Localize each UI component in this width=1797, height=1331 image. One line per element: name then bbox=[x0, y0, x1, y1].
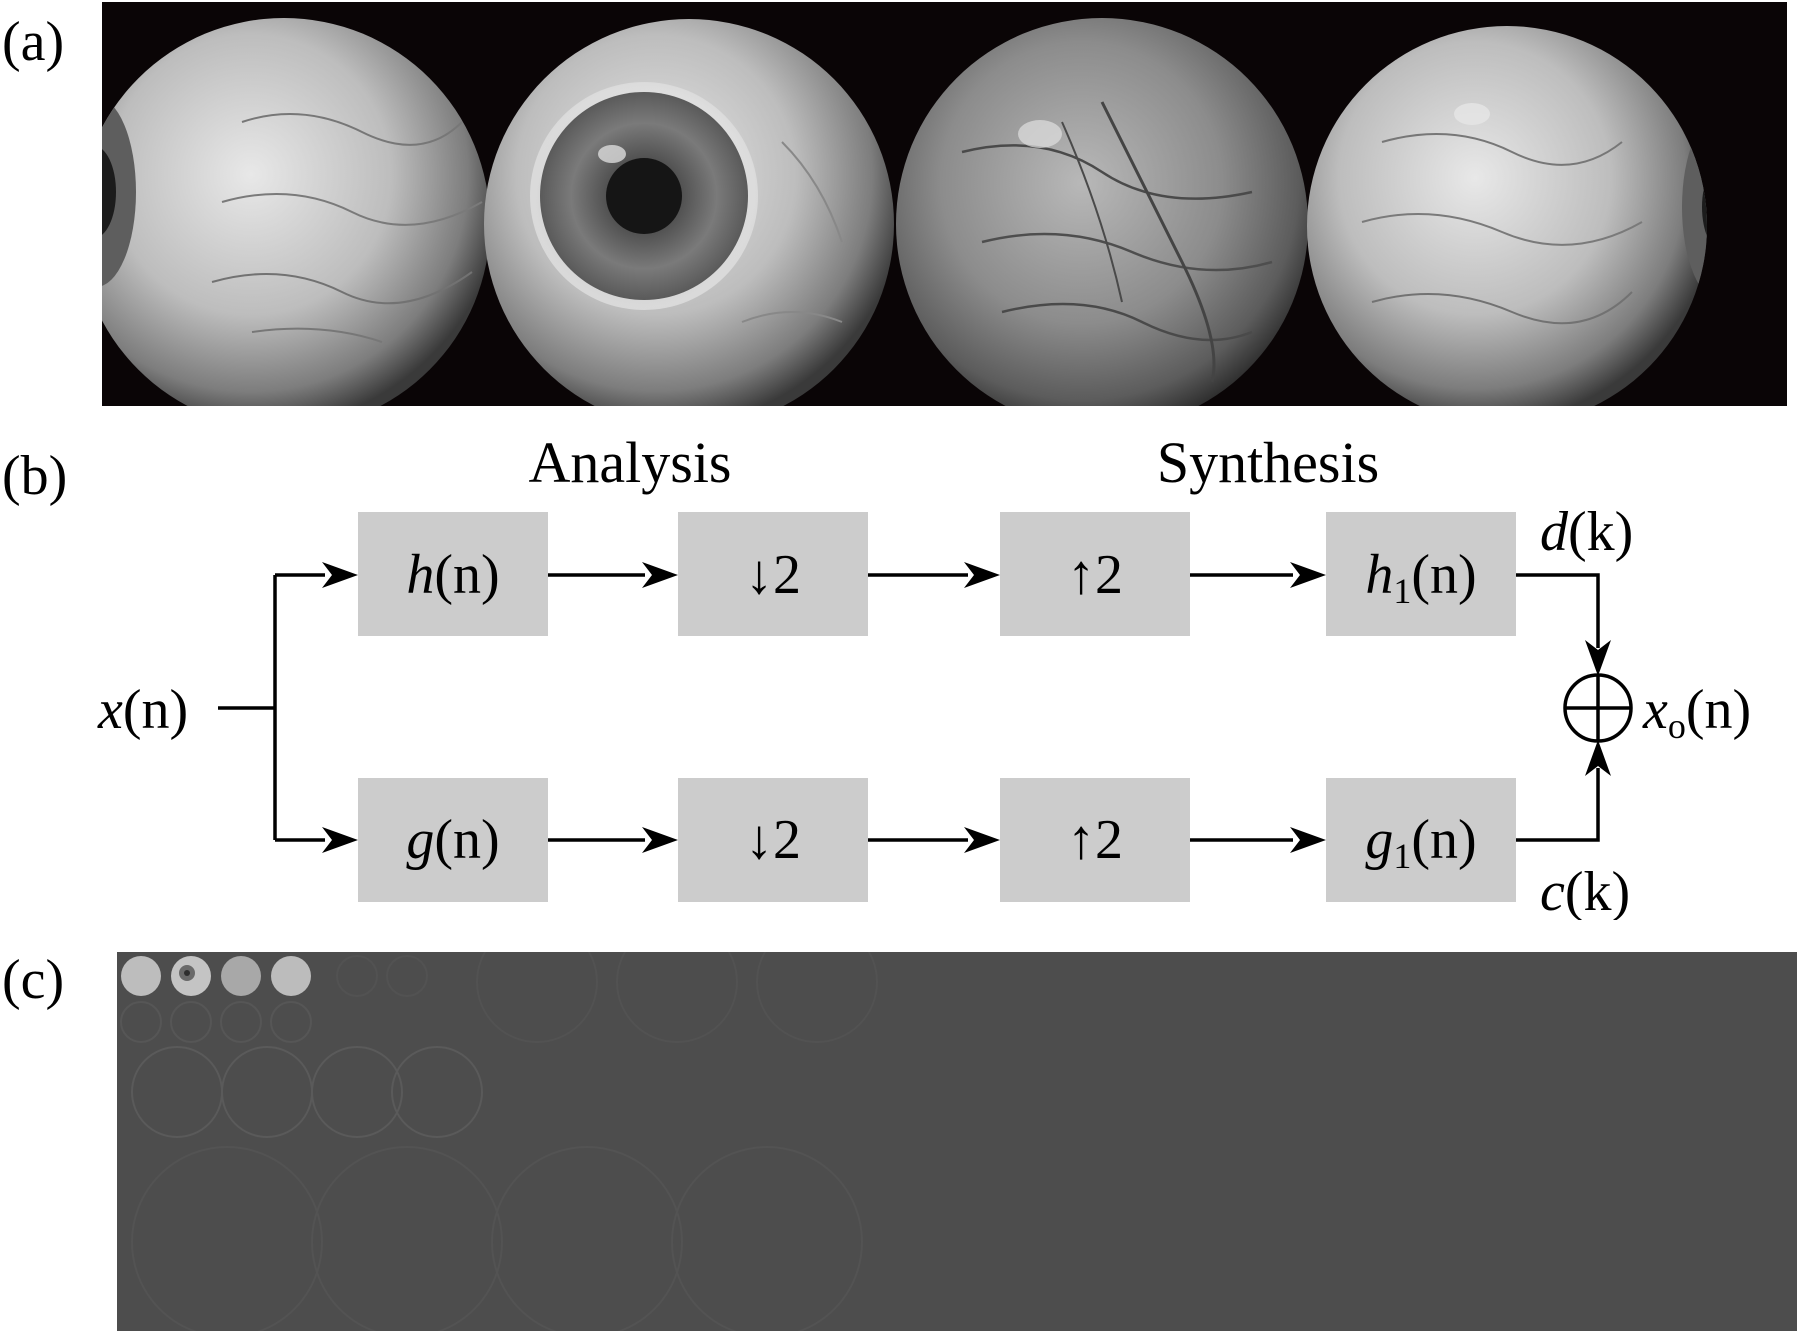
filter-bank-diagram: Analysis Synthesis x(n) h(n) ↓2 ↑2 h1(n)… bbox=[0, 420, 1797, 923]
g1-filter-block bbox=[1326, 778, 1516, 902]
detail-subbands bbox=[120, 952, 878, 1331]
upsample-label-top: ↑2 bbox=[1067, 544, 1123, 606]
input-signal-label: x(n) bbox=[97, 679, 188, 741]
arrowhead bbox=[322, 827, 358, 853]
panel-label-a: (a) bbox=[2, 11, 65, 73]
arrowhead bbox=[642, 562, 678, 588]
arrowhead bbox=[322, 562, 358, 588]
h1-filter-block bbox=[1326, 512, 1516, 636]
upsample-block-top bbox=[1000, 512, 1190, 636]
approx-coeff-label: c(k) bbox=[1540, 861, 1630, 920]
g-filter-label: g(n) bbox=[406, 809, 499, 871]
output-signal-label: xo(n) bbox=[1642, 679, 1751, 746]
approximation-subband bbox=[121, 956, 311, 996]
wire-g1-to-adder bbox=[1516, 768, 1600, 842]
analysis-title: Analysis bbox=[529, 430, 732, 495]
circle-plus-icon bbox=[1563, 673, 1633, 743]
arrowhead bbox=[1585, 740, 1611, 776]
arrowhead bbox=[1290, 827, 1326, 853]
wire-h1-to-adder bbox=[1516, 573, 1600, 648]
arrowhead bbox=[1585, 640, 1611, 676]
panel-label-b: (b) bbox=[2, 445, 68, 507]
upsample-block-bottom bbox=[1000, 778, 1190, 902]
eyeball-front bbox=[484, 19, 894, 406]
h1-filter-label: h1(n) bbox=[1365, 544, 1476, 611]
upsample-label-bottom: ↑2 bbox=[1067, 809, 1123, 871]
synthesis-title: Synthesis bbox=[1157, 430, 1379, 495]
arrowhead bbox=[1290, 562, 1326, 588]
downsample-label-bottom: ↓2 bbox=[745, 809, 801, 871]
arrowhead bbox=[964, 827, 1000, 853]
eyeball-side-left bbox=[102, 18, 490, 406]
h-filter-label: h(n) bbox=[406, 544, 499, 606]
eyeball-image-strip bbox=[102, 2, 1787, 406]
g1-filter-label: g1(n) bbox=[1365, 809, 1476, 876]
panel-label-c: (c) bbox=[2, 949, 65, 1011]
downsample-block-bottom bbox=[678, 778, 868, 902]
eyeball-side-right bbox=[1307, 26, 1707, 406]
downsample-label-top: ↓2 bbox=[745, 544, 801, 606]
arrowhead bbox=[642, 827, 678, 853]
downsample-block-top bbox=[678, 512, 868, 636]
detail-coeff-label: d(k) bbox=[1540, 501, 1633, 563]
h-filter-block bbox=[358, 512, 548, 636]
arrowhead bbox=[964, 562, 1000, 588]
g-filter-block bbox=[358, 778, 548, 902]
eyeball-back bbox=[896, 18, 1308, 406]
wavelet-decomposition-image bbox=[117, 952, 1797, 1331]
